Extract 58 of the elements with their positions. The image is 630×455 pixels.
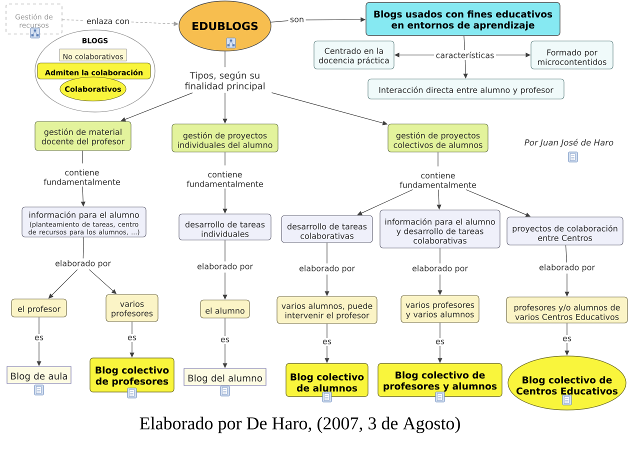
- linking-phrase: son: [290, 18, 304, 22]
- concept-box: Blog del alumno: [184, 368, 266, 386]
- connector-line: [224, 240, 226, 262]
- connector-line: [82, 150, 83, 164]
- arrow: [357, 189, 413, 216]
- linking-phrase: elaborado por: [197, 263, 253, 271]
- linking-phrase: elaborado por: [539, 264, 595, 272]
- concept-box: Centrado en la docencia práctica: [314, 40, 394, 70]
- linking-phrase: Tipos, según su finalidad principal: [184, 71, 264, 92]
- linking-phrase: es: [562, 336, 572, 342]
- connector-line: [38, 317, 40, 334]
- concept-box: Blogs usados con fines educativos en entornos de aprendizaje: [366, 2, 560, 36]
- author-credit: Por Juan José de Haro: [524, 138, 614, 148]
- concept-box: desarrollo de tareas colaborativas: [281, 215, 373, 243]
- linking-phrase: es: [128, 336, 136, 340]
- concept-box: Formado por microcontentidos: [530, 40, 614, 70]
- concept-box: Interacción directa entre alumno y profesor: [368, 78, 564, 100]
- linking-phrase: elaborado por: [55, 260, 111, 268]
- caption: Elaborado por De Haro, (2007, 3 de Agosto): [140, 416, 460, 434]
- connector-line: [326, 324, 328, 338]
- connector-line: [566, 323, 568, 336]
- concept-box: Blog colectivo de profesores: [90, 358, 174, 392]
- connector-line: [224, 51, 226, 68]
- connector-line: [270, 20, 289, 22]
- concept-box: información para el alumno y desarrollo de tareas colaborativas: [380, 210, 500, 248]
- concept-box: gestión de proyectos colectivos de alumnos: [388, 124, 488, 152]
- arrow: [120, 92, 193, 122]
- concept-box: varios alumnos, puede intervenir el profesor: [276, 296, 378, 324]
- linking-phrase: elaborado por: [299, 265, 355, 273]
- linking-phrase: elaborado por: [412, 265, 468, 273]
- connector-line: [464, 36, 466, 50]
- connector-line: [224, 152, 226, 166]
- concept-box: desarrollo de tareas individuales: [178, 214, 272, 240]
- connector-line: [565, 245, 567, 263]
- linking-phrase: contiene fundamentalmente: [400, 172, 476, 188]
- concept-box: varios profesores y varios alumnos: [400, 295, 480, 323]
- concept-box: Blog colectivo de profesores y alumnos: [378, 363, 502, 397]
- linking-phrase: características: [436, 52, 494, 58]
- connector-line: [326, 242, 328, 264]
- linking-phrase: es: [322, 340, 332, 344]
- connector-line: [224, 318, 226, 336]
- concept-box: el alumno: [200, 300, 250, 318]
- concept-box: gestión de proyectos individuales del alumno: [172, 124, 278, 152]
- linking-phrase: contiene fundamentalmente: [44, 169, 120, 185]
- linking-phrase: es: [34, 336, 44, 340]
- concept-box: gestión de material docente del profesor: [34, 121, 132, 151]
- linking-phrase: contiene fundamentalmente: [186, 171, 263, 187]
- concept-box: profesores y/o alumnos de varios Centros Educativos: [506, 296, 628, 324]
- concept-box: Blog colectivo de alumnos: [286, 363, 368, 397]
- linking-phrase: es: [220, 338, 230, 342]
- concept-box: el profesor: [11, 298, 67, 318]
- concept-box: Blog de aula: [6, 366, 72, 384]
- connector-line: [62, 19, 86, 21]
- concept-box: proyectos de colaboración entre Centros: [506, 216, 624, 246]
- linking-phrase: es: [436, 340, 444, 344]
- concept-box: varios profesores: [106, 294, 158, 322]
- connector-line: [82, 237, 84, 259]
- linking-phrase: enlaza con: [86, 18, 129, 24]
